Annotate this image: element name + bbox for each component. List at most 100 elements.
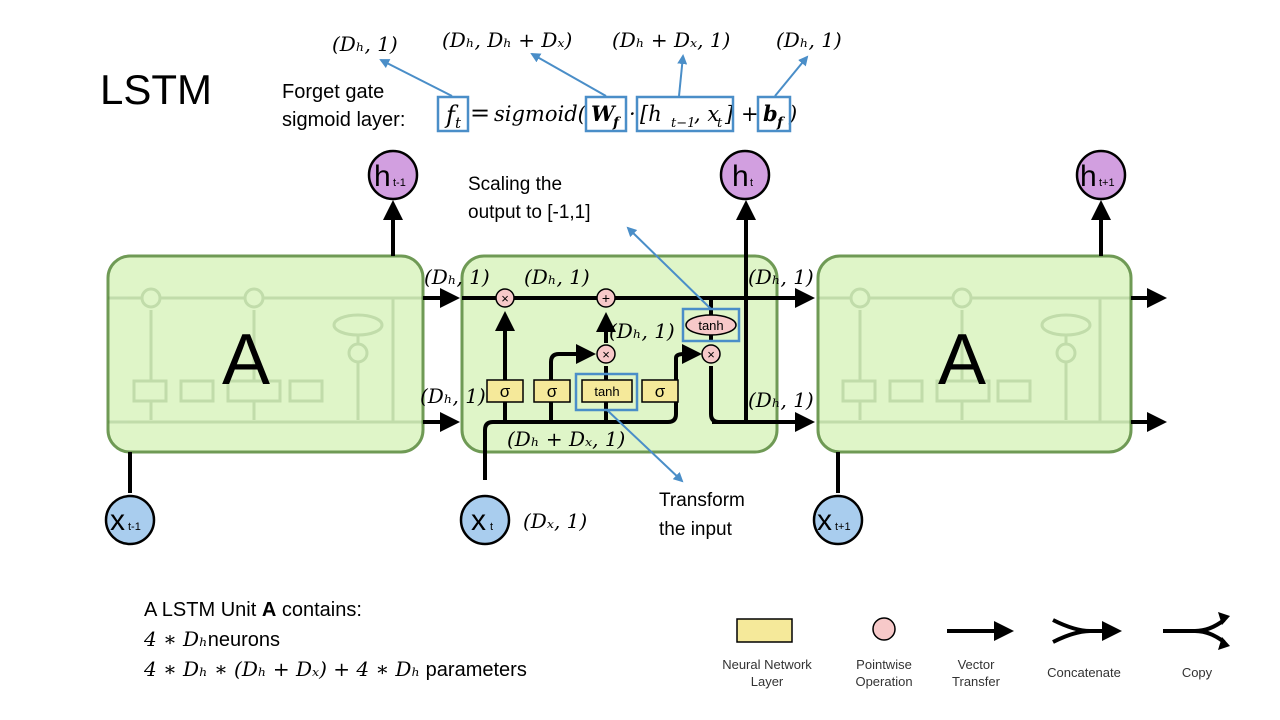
legend-copy-arrowhead-bottom [1218,637,1230,650]
cell-middle: σ σ tanh σ × + × × tanh [460,254,815,480]
summary-line3: 4 ∗ Dₕ ∗ (Dₕ + Dₓ) + 4 ∗ Dₕ parameters [144,655,527,685]
summary-line3-math: 4 ∗ Dₕ ∗ (Dₕ + Dₓ) + 4 ∗ Dₕ [144,657,421,681]
node-h-cur: h t [719,149,771,201]
legend: Neural Network Layer Pointwise Operation… [722,612,1230,689]
summary-line1-prefix: A LSTM Unit [144,599,262,621]
highlight-ft-box [436,95,470,133]
summary-line1: A LSTM Unit A contains: [144,596,527,625]
dim-bf: (Dₕ, 1) [776,28,842,52]
sigma-layer-1 [486,379,524,403]
output-gate-path [674,344,702,364]
annotation-transform-line2: the input [659,519,733,540]
eq-bias: b [763,101,778,126]
dim-wf: (Dₕ, Dₕ + Dₓ) [442,28,572,52]
highlight-concat-box [635,95,735,133]
eq-concat-rest: , x [694,102,719,126]
highlight-tanh-layer [574,372,639,412]
summary-line2-text: neurons [207,629,281,651]
forget-gate-equation: f t = sigmoid( W f · [h t−1 , x t ] + b … [332,28,842,133]
annotation-transform-line1: Transform [659,490,745,511]
node-x-next-sub: t+1 [835,521,851,533]
legend-pointwise-line1: Pointwise [856,657,912,672]
node-h-prev-sub: t-1 [393,177,406,189]
eq-concat-sub2: t [717,116,723,131]
dim-ft: (Dₕ, 1) [332,32,398,56]
node-h-cur-sub: t [750,177,753,189]
forget-gate-label-line2: sigmoid layer: [282,109,406,131]
sigma-layer-1-label: σ [500,382,511,401]
eq-bias-sub: f [776,115,786,131]
input-multiply-op [596,344,616,364]
dim-concat: (Dₕ + Dₓ, 1) [612,28,730,52]
page-title: LSTM [100,66,213,113]
node-x-next: x t+1 [812,494,864,546]
dim-hidden-in: (Dₕ, 1) [420,384,486,408]
forget-gate-label-line1: Forget gate [282,81,385,103]
node-x-prev: x t-1 [104,494,156,546]
sigma-layer-2-label: σ [547,382,558,401]
input-multiply-label: × [602,347,610,362]
sigma-layer-2 [533,379,571,403]
dim-x-input: (Dₓ, 1) [523,509,587,533]
dim-cell-in: (Dₕ, 1) [424,265,490,289]
node-h-next: h t+1 [1075,149,1127,201]
dim-cell-mid: (Dₕ, 1) [524,265,590,289]
node-h-prev-main: h [374,160,391,193]
pointer-ft-arrow [379,59,453,97]
output-multiply-op [701,344,721,364]
node-x-next-main: x [817,504,832,537]
forget-gate-label: Forget gate sigmoid layer: [282,78,405,134]
eq-func: sigmoid( [494,102,587,126]
annotation-scaling-line2: output to [-1,1] [468,202,591,223]
node-x-prev-sub: t-1 [128,521,141,533]
eq-dot: · [629,102,636,126]
cell-left: A [106,254,425,454]
legend-nn-layer: Neural Network Layer [722,618,812,689]
tanh-layer [581,379,633,403]
flow-arrows [128,200,1167,493]
summary-line1-bold: A [261,599,277,621]
eq-weight: W [591,101,617,126]
cell-right-label: A [938,320,986,400]
legend-concatenate-label: Concatenate [1047,665,1121,680]
node-h-next-main: h [1080,160,1097,193]
legend-vector: Vector Transfer [947,621,1014,689]
node-x-cur-main: x [471,504,486,537]
legend-copy-arrowhead-top [1218,612,1230,625]
legend-vector-line1: Vector [958,657,996,672]
cell-left-faded-internals [108,287,423,424]
summary-line3-text: parameters [420,659,527,681]
cell-add-op [596,288,616,308]
eq-close: ) [788,102,797,126]
input-bus [483,358,678,480]
legend-concatenate: Concatenate [1047,620,1121,680]
sigma-layer-3-label: σ [655,382,666,401]
input-gate-path [549,344,596,422]
forget-multiply-op [495,288,515,308]
summary-line2: 4 ∗ Dₕneurons [144,625,527,655]
highlight-wf-box [584,95,628,133]
cell-right-faded-internals [818,287,1131,424]
legend-nn-layer-line1: Neural Network [722,657,812,672]
cell-right: A [816,254,1133,454]
node-x-cur-sub: t [490,521,493,533]
tanh-pointwise-op [685,314,737,336]
legend-vector-line2: Transfer [952,674,1001,689]
cell-add-label: + [602,290,610,306]
node-x-cur: x t [459,494,511,546]
eq-plus: + [741,102,759,126]
annotation-scaling-arrow [626,226,712,310]
eq-concat: [h [640,102,662,126]
legend-nn-layer-line2: Layer [751,674,784,689]
eq-lhs-sub: t [455,114,462,132]
pointer-bf-arrow [774,55,809,97]
legend-pointwise-swatch [872,617,896,641]
forget-multiply-label: × [501,291,509,306]
summary-line1-suffix: contains: [276,599,362,621]
summary: A LSTM Unit A contains: 4 ∗ Dₕneurons 4 … [144,596,527,685]
legend-copy-icon [1163,618,1226,644]
tanh-layer-label: tanh [594,384,619,399]
annotation-scaling-line1: Scaling the [468,174,562,195]
node-h-cur-main: h [732,160,749,193]
